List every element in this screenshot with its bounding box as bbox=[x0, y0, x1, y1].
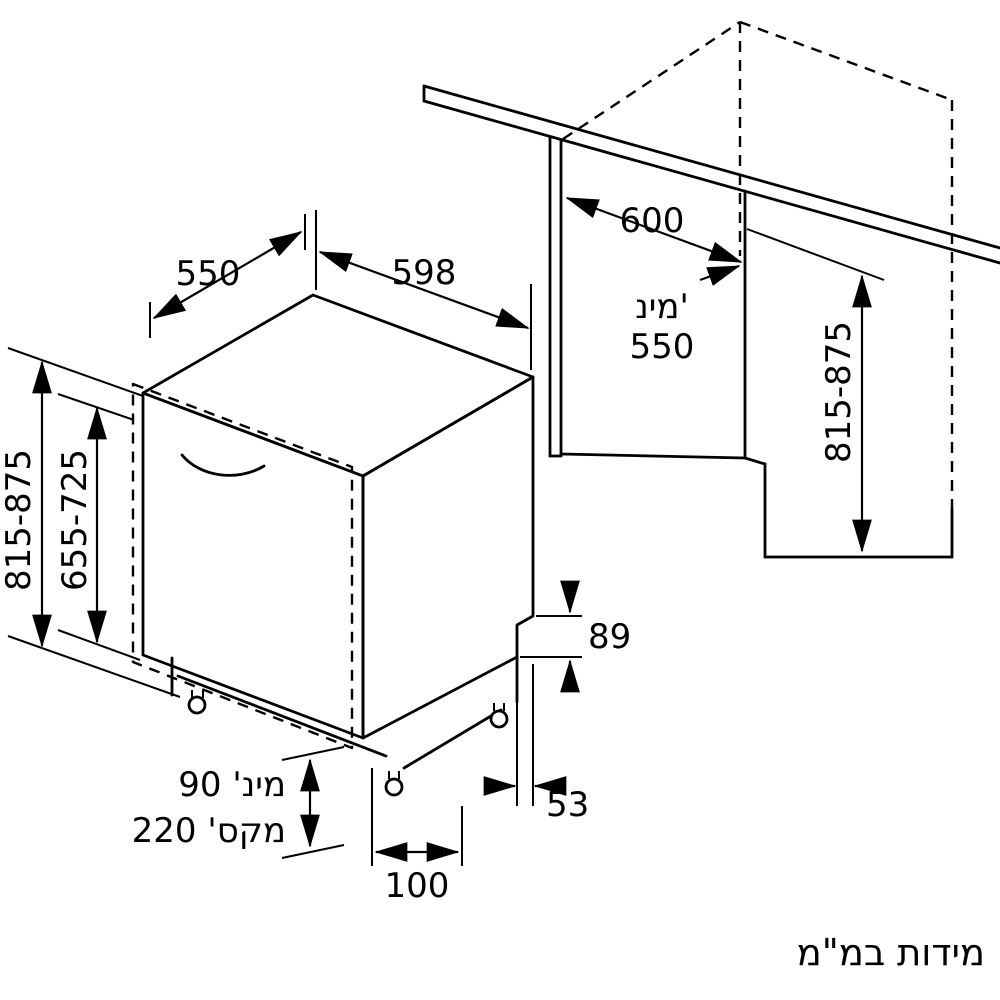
dim-niche-width: 600 bbox=[565, 196, 743, 264]
dim-niche-width-label: 600 bbox=[620, 201, 685, 241]
niche-structure bbox=[548, 135, 954, 559]
caption-dimensions-in-mm: מידות במ"מ bbox=[797, 931, 985, 974]
dim-niche-depth-value: 550 bbox=[630, 327, 695, 367]
appliance-outline bbox=[141, 293, 535, 770]
dim-plinth-height: מינ' 90 מקס' 220 bbox=[132, 746, 345, 859]
dim-plinth-min-label: מינ' 90 bbox=[178, 765, 286, 805]
dim-base-side-label: 53 bbox=[546, 785, 589, 825]
dim-appliance-depth: 550 bbox=[149, 214, 306, 338]
dim-door-height: 655-725 bbox=[55, 393, 141, 661]
dim-appliance-depth-label: 550 bbox=[176, 254, 241, 294]
dim-base-front: 100 bbox=[371, 768, 463, 906]
dim-niche-height-label: 815-875 bbox=[819, 321, 859, 463]
dim-niche-height: 815-875 bbox=[746, 228, 885, 553]
door-handle bbox=[180, 453, 266, 477]
dim-appliance-height: 815-875 bbox=[0, 347, 181, 698]
countertop-lines bbox=[422, 84, 1000, 265]
appliance-front-face bbox=[141, 391, 365, 740]
cabinet-box-dashed bbox=[562, 20, 954, 508]
appliance-feet bbox=[187, 690, 509, 797]
dim-plinth-max-label: מקס' 220 bbox=[132, 811, 286, 851]
foot-right bbox=[489, 709, 509, 729]
dim-base-front-label: 100 bbox=[385, 866, 450, 906]
dim-appliance-width: 598 bbox=[315, 210, 532, 370]
dim-appliance-width-label: 598 bbox=[392, 253, 457, 293]
dim-appliance-height-label: 815-875 bbox=[0, 449, 39, 591]
foot-front bbox=[384, 777, 404, 797]
dim-door-height-label: 655-725 bbox=[55, 449, 95, 591]
furniture-door-panel-dashed bbox=[131, 382, 354, 750]
appliance-side-face bbox=[361, 375, 535, 740]
dim-base-rear-label: 89 bbox=[588, 617, 631, 657]
appliance-top-face bbox=[141, 293, 535, 478]
dim-niche-depth: מינ' 550 bbox=[630, 264, 741, 367]
dim-base-side: 53 bbox=[483, 664, 589, 825]
dim-niche-depth-min-label: מינ' bbox=[635, 287, 689, 327]
foot-left bbox=[187, 695, 207, 715]
dim-base-rear: 89 bbox=[520, 580, 631, 693]
